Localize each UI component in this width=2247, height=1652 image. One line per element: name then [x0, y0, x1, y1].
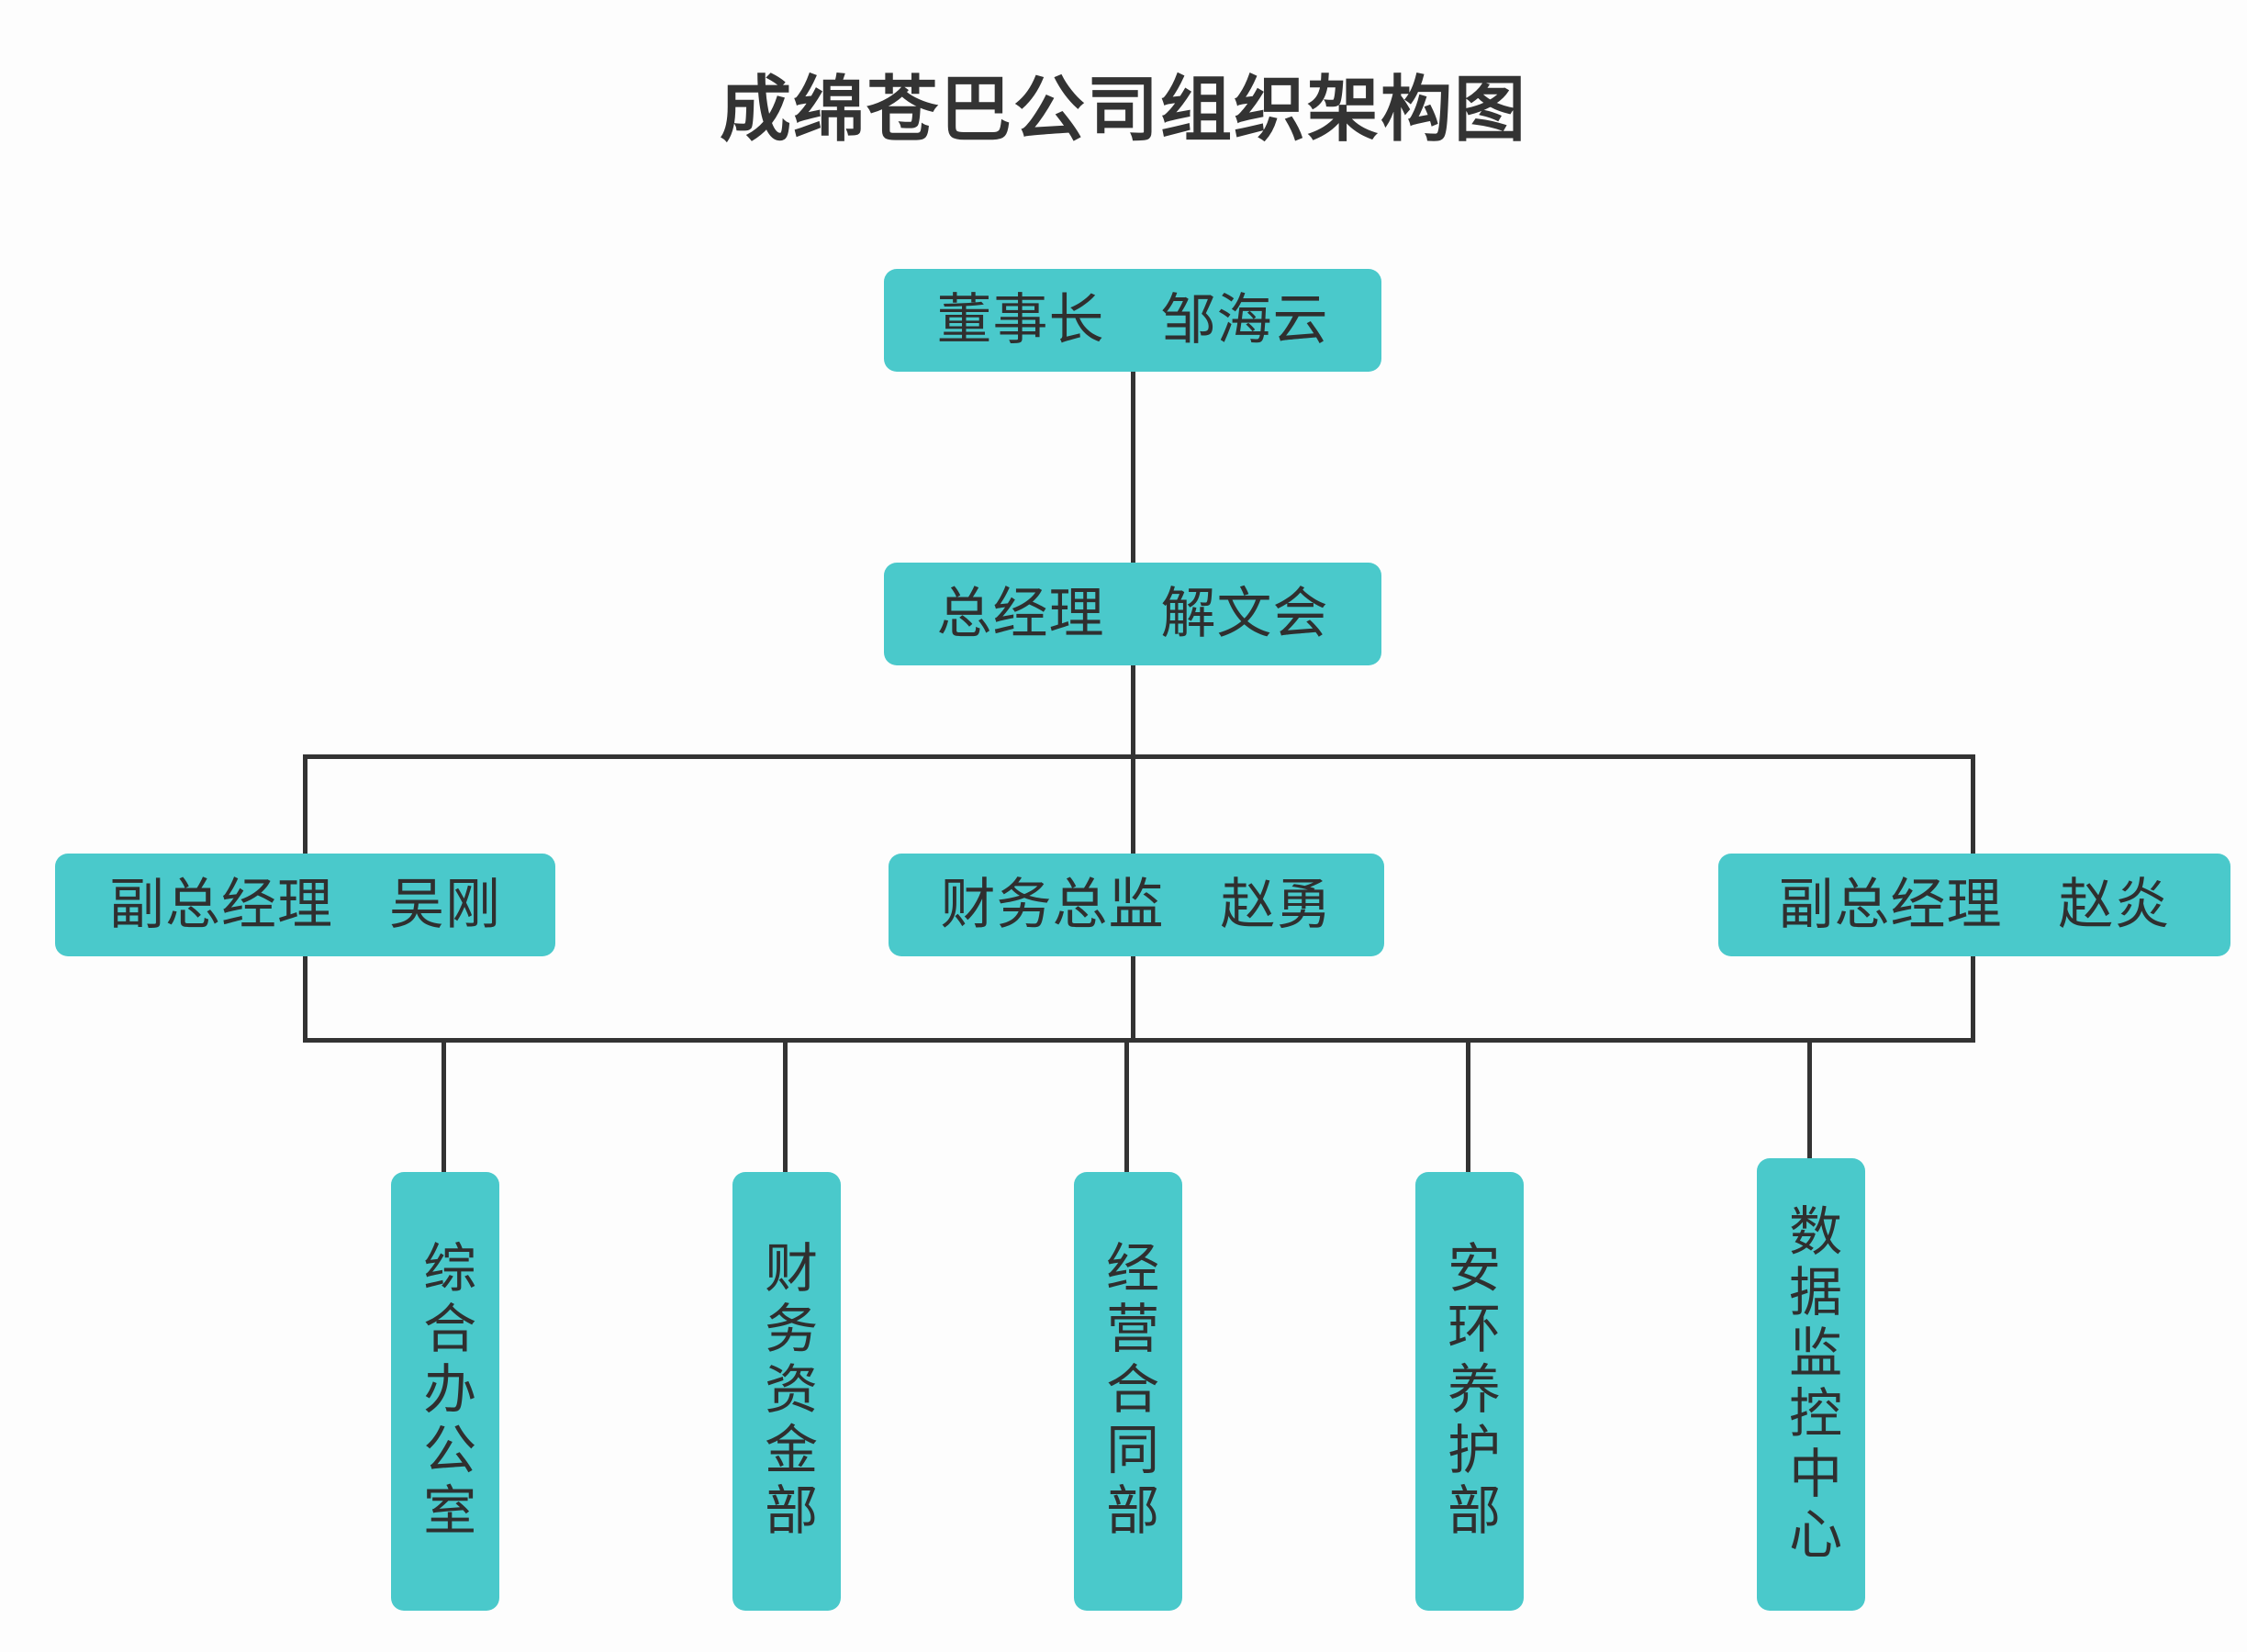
node-department-business-contract[interactable]: 经营合同部 [1074, 1172, 1182, 1611]
connector-bus-to-dgm-left [303, 754, 307, 855]
connector-bus-to-dept-0 [442, 1038, 446, 1174]
connector-bus-level3 [303, 754, 1975, 759]
node-deputy-general-manager-right[interactable]: 副总经理 赵炎 [1718, 854, 2230, 956]
connector-gm-to-bus [1131, 664, 1135, 758]
connector-bus-to-cfo [1131, 754, 1135, 855]
node-department-finance-funds[interactable]: 财务资金部 [732, 1172, 841, 1611]
node-chairman[interactable]: 董事长 邹海云 [884, 269, 1381, 372]
connector-bus-departments [303, 1038, 1975, 1043]
node-department-data-monitoring-center[interactable]: 数据监控中心 [1757, 1158, 1865, 1611]
node-deputy-general-manager-left[interactable]: 副总经理 吴刚 [55, 854, 555, 956]
connector-bus-to-dept-1 [783, 1038, 788, 1174]
page-title: 成绵苍巴公司组织架构图 [719, 69, 1527, 151]
connector-bus-to-dept-3 [1466, 1038, 1470, 1174]
node-department-safety-environment-maintenance[interactable]: 安环养护部 [1415, 1172, 1524, 1611]
node-general-manager[interactable]: 总经理 解文会 [884, 563, 1381, 665]
connector-dgm-right-to-dept-bus [1971, 954, 1975, 1042]
connector-chairman-to-gm [1131, 370, 1135, 564]
connector-bus-to-dept-2 [1124, 1038, 1129, 1174]
node-department-general-office[interactable]: 综合办公室 [391, 1172, 499, 1611]
connector-dgm-left-to-dept-bus [303, 954, 307, 1042]
connector-bus-to-dgm-right [1971, 754, 1975, 855]
connector-cfo-to-dept-bus [1131, 954, 1135, 1042]
node-finance-director[interactable]: 财务总监 赵勇 [889, 854, 1384, 956]
connector-bus-to-dept-4 [1807, 1038, 1812, 1160]
